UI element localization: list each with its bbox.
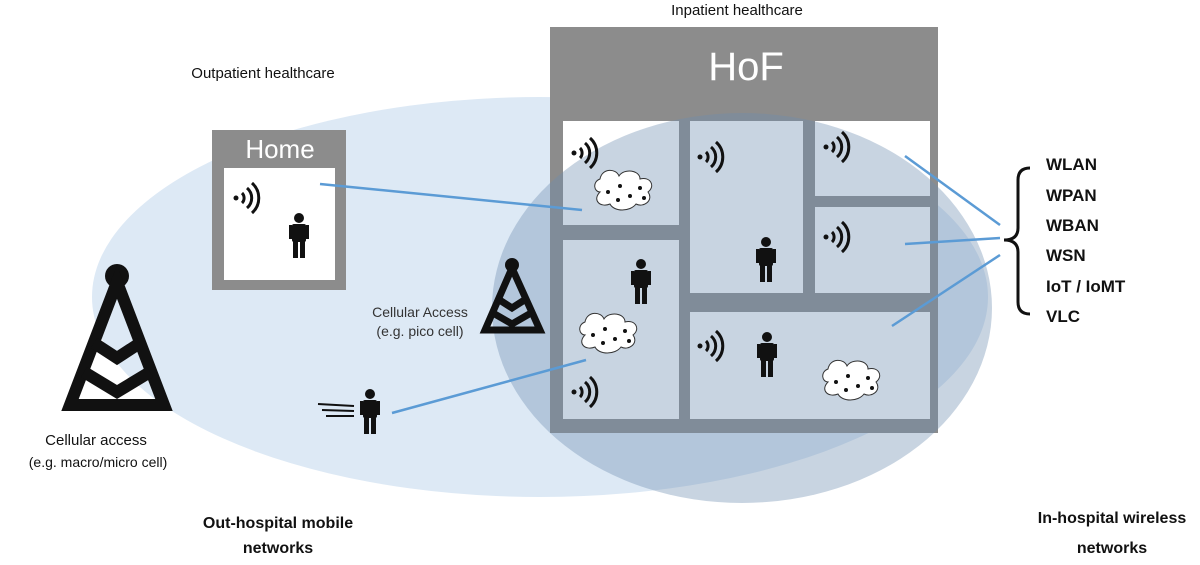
in-hospital-label: In-hospital wireless <box>1038 510 1187 527</box>
link-room-bottom-right <box>891 253 1001 328</box>
home-title: Home <box>245 134 314 164</box>
pico-cell-sublabel: (e.g. pico cell) <box>376 323 463 339</box>
macro-cell-sublabel: (e.g. macro/micro cell) <box>29 454 167 470</box>
network-type-item: IoT / IoMT <box>1046 277 1126 296</box>
room-top-right <box>815 121 930 196</box>
hof-title: HoF <box>708 45 784 89</box>
outpatient-label: Outpatient healthcare <box>191 65 334 82</box>
out-hospital-label: Out-hospital mobile <box>203 515 353 532</box>
home-room <box>224 168 335 280</box>
wifi-icon <box>571 375 599 409</box>
macro-cell-tower-icon <box>61 264 173 411</box>
link-home-to-hof <box>319 182 583 212</box>
link-room-middle-right <box>904 236 1001 246</box>
inpatient-label: Inpatient healthcare <box>671 2 803 19</box>
wifi-icon <box>233 181 261 215</box>
wireless-links <box>319 154 1001 415</box>
in-hospital-sublabel: networks <box>1077 540 1147 557</box>
pico-cell-label: Cellular Access <box>372 304 468 320</box>
wifi-icon <box>571 136 599 170</box>
wifi-icon <box>823 220 851 254</box>
link-walker-to-room <box>391 358 587 415</box>
wifi-icon <box>697 329 725 363</box>
in-hospital-coverage-area <box>492 113 992 503</box>
network-type-item: WLAN <box>1046 155 1097 174</box>
link-room-top-right <box>904 154 1001 227</box>
macro-cell-label: Cellular access <box>45 432 147 449</box>
room-top-middle <box>690 121 803 293</box>
pico-cell-tower-icon <box>479 258 546 334</box>
network-types-list: WLAN WPAN WBAN WSN IoT / IoMT VLC <box>1046 155 1126 326</box>
out-hospital-sublabel: networks <box>243 540 313 557</box>
network-type-item: WBAN <box>1046 216 1099 235</box>
network-types-brace <box>1003 166 1031 316</box>
network-type-item: VLC <box>1046 307 1080 326</box>
network-type-item: WPAN <box>1046 186 1097 205</box>
room-bottom-right <box>690 312 930 419</box>
room-middle-right <box>815 207 930 293</box>
wifi-icon <box>823 130 851 164</box>
wifi-icon <box>697 140 725 174</box>
walking-person-icon <box>317 389 380 434</box>
network-type-item: WSN <box>1046 246 1086 265</box>
